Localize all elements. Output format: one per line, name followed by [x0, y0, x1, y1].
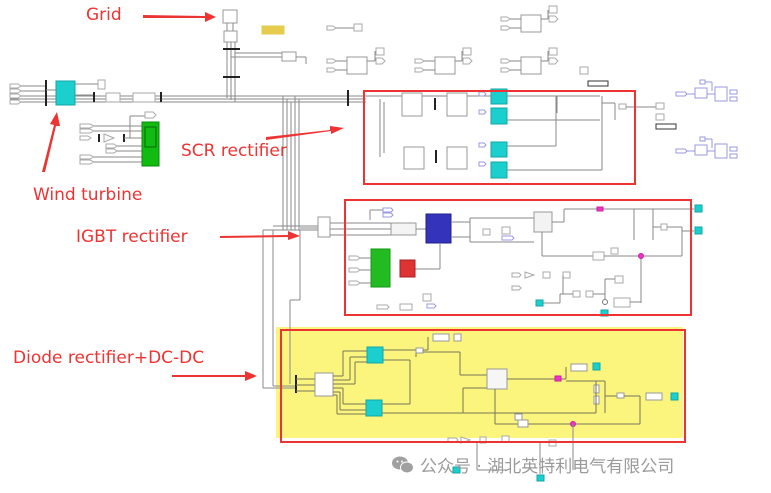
igbt-rectifier-label: IGBT rectifier [76, 227, 188, 247]
bottom-port-2 [536, 474, 545, 482]
wind-controller-block [141, 121, 160, 167]
igbt-arrow-icon [220, 231, 300, 240]
scr-thyristor-block-2 [490, 107, 508, 125]
igbt-output-port-2 [694, 226, 703, 235]
grid-arrow-icon [143, 12, 216, 22]
igbt-rectifier-frame [344, 199, 692, 316]
grid-breaker-block [281, 51, 297, 62]
igbt-internals [300, 207, 694, 311]
watermark: 公众号 · 湖北英特利电气有限公司 [392, 452, 674, 477]
igbt-pwm-block [399, 259, 416, 278]
igbt-measurement-marker-2 [638, 253, 644, 259]
grid-label: Grid [86, 5, 122, 25]
turbine-transformer-block [105, 92, 121, 103]
igbt-controller-block [370, 248, 391, 288]
bottom-port-1 [452, 466, 461, 474]
diode-module-block-2 [365, 399, 383, 417]
igbt-input-port-1 [535, 299, 544, 307]
scr-internals [366, 88, 677, 179]
diode-rectifier-label: Diode rectifier+DC-DC [13, 348, 205, 368]
scr-arrow-icon [266, 126, 344, 140]
scr-rectifier-frame [363, 90, 636, 185]
wind-turbine-label: Wind turbine [33, 185, 143, 205]
igbt-input-port-2 [600, 309, 609, 317]
diode-output-port-2 [670, 392, 679, 401]
igbt-measurement-marker-1 [596, 206, 604, 212]
wind-turbine-arrow-icon [42, 112, 60, 172]
diode-module-block-1 [366, 346, 384, 364]
scr-thyristor-block-3 [490, 141, 508, 158]
diode-rectifier-frame [280, 329, 686, 443]
grid-source-block [222, 9, 238, 24]
watermark-text: 公众号 · 湖北英特利电气有限公司 [420, 457, 675, 477]
diode-dcdc-internals [295, 333, 663, 428]
top-measurement-blocks [326, 5, 609, 87]
wind-turbine-block [55, 80, 76, 106]
grid-transformer-block [223, 30, 238, 43]
wechat-icon [392, 456, 414, 474]
diode-arrow-icon [172, 371, 257, 381]
igbt-output-port-1 [694, 204, 703, 213]
annotation-arrows [42, 12, 344, 381]
diode-measurement-marker-1 [554, 375, 562, 382]
diode-output-port-1 [592, 362, 601, 371]
turbine-line-block [132, 92, 156, 103]
igbt-bridge-block [425, 213, 452, 244]
grid-constant-block [261, 25, 285, 35]
right-side-blue-subsystems [675, 79, 738, 159]
scr-rectifier-label: SCR rectifier [181, 141, 287, 161]
diode-section-background [276, 327, 683, 438]
